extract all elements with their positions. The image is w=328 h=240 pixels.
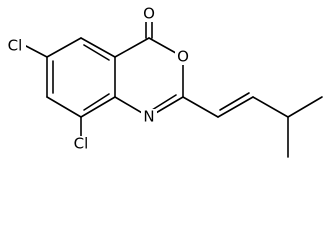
side-chain <box>182 92 323 158</box>
chlorine-bottom-label: Cl <box>74 135 89 153</box>
bond-benzene-c-d <box>80 96 116 118</box>
bond-benzene-inner-c-d <box>83 93 110 111</box>
bond-side-ch <box>252 96 289 118</box>
bond-benzene-d-e <box>46 96 82 118</box>
ring-nitrogen-label: N <box>143 108 154 126</box>
bond-side-vinyl-inner <box>219 92 250 111</box>
atom-ring-oxygen: O <box>175 48 191 66</box>
atom-chlorine-top: Cl <box>4 37 26 55</box>
bond-side-methyl-up <box>287 96 323 118</box>
bond-benzene-a-b <box>80 37 116 58</box>
chlorine-top-label: Cl <box>8 37 23 55</box>
bond-ring-b-g <box>114 37 150 58</box>
atom-chlorine-bottom: Cl <box>70 135 92 153</box>
ring-oxygen-label: O <box>177 48 189 66</box>
bond-side-c2-c1 <box>182 96 219 118</box>
bond-ring-c2-n-inner <box>151 94 177 111</box>
bond-side-vinyl <box>217 96 254 118</box>
bond-benzene-f-a <box>46 37 82 58</box>
benzene-ring <box>46 37 116 118</box>
bond-chlorine-top <box>25 45 48 58</box>
carbonyl-oxygen-label: O <box>143 5 155 23</box>
atom-carbonyl-oxygen: O <box>141 5 157 23</box>
bond-benzene-inner-a-b <box>83 44 110 61</box>
chemical-structure: O O N Cl Cl <box>4 4 323 158</box>
atom-ring-nitrogen: N <box>141 108 157 126</box>
oxazinone-ring <box>114 15 184 118</box>
